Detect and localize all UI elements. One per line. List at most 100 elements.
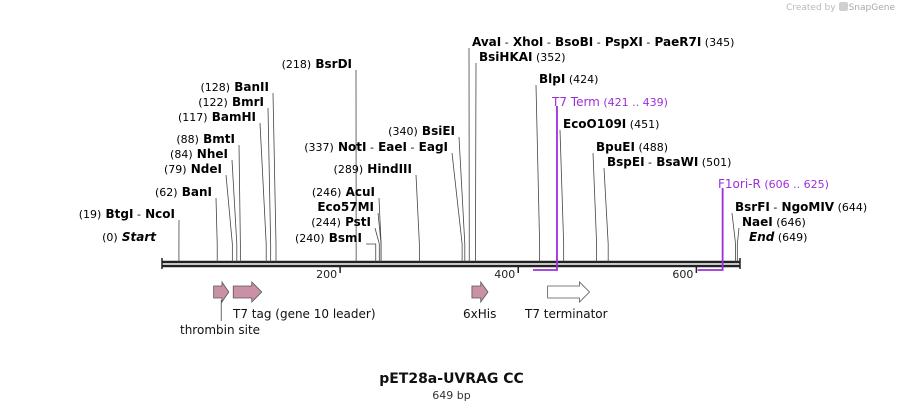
site-label-part: BsmI	[325, 231, 362, 245]
site-label-part: Eco57MI	[317, 200, 374, 214]
site-label-part: BspEI	[607, 155, 645, 169]
site-label-part: PaeR7I	[650, 35, 701, 49]
site-connector	[366, 243, 377, 262]
site-label-part: (122)	[198, 96, 228, 109]
start-marker-label-part: (0)	[102, 231, 118, 244]
end-marker-label-part: End	[749, 230, 775, 244]
site-label-part: -	[366, 141, 373, 154]
site-label: (88) BmtI	[176, 132, 235, 146]
site-label: BsiHKAI (352)	[479, 50, 566, 64]
site-label-part: BsrFI	[735, 200, 770, 214]
feature-arrow	[213, 280, 230, 304]
site-label-part: (79)	[164, 163, 187, 176]
site-label: (246) AcuI	[312, 185, 375, 199]
site-label-part: BsiHKAI	[479, 50, 533, 64]
ruler-tick-label: 200	[316, 268, 337, 281]
site-connector	[559, 129, 565, 262]
site-label-part: PspXI	[601, 35, 643, 49]
site-label: (128) BanII	[201, 80, 270, 94]
site-label-part: (345)	[701, 36, 734, 49]
site-label-part: -	[133, 208, 140, 221]
site-label: (289) HindIII	[334, 162, 412, 176]
site-label: (117) BamHI	[178, 110, 256, 124]
site-label-part: (19)	[79, 208, 102, 221]
site-label: BlpI (424)	[539, 72, 598, 86]
site-connector	[592, 152, 598, 262]
site-label-part: NdeI	[187, 162, 222, 176]
site-connector	[238, 144, 241, 262]
site-label-part: (246)	[312, 186, 342, 199]
credit-brand: SnapGene	[848, 3, 895, 13]
site-label: (244) PstI	[311, 215, 371, 229]
site-connector	[415, 174, 420, 262]
site-label-part: BsiEI	[418, 124, 455, 138]
site-connector	[378, 197, 382, 262]
start-marker-label: (0) Start	[102, 230, 157, 244]
feature-arrow	[232, 281, 263, 303]
site-label: (79) NdeI	[164, 162, 222, 176]
site-label: EcoO109I (451)	[563, 117, 659, 131]
sequence-title: pET28a-UVRAG CC	[379, 371, 524, 387]
site-label: (19) BtgI - NcoI	[79, 207, 175, 221]
site-label-part: AcuI	[341, 185, 375, 199]
feature-label: T7 terminator	[524, 307, 608, 321]
site-label-part: EagI	[414, 140, 448, 154]
primer-name: T7 Term	[551, 95, 600, 109]
site-label: (240) BsmI	[295, 231, 362, 245]
site-label-part: (244)	[311, 216, 341, 229]
site-label-part: HindIII	[363, 162, 412, 176]
site-label: AvaI - XhoI - BsoBI - PspXI - PaeR7I (34…	[472, 35, 734, 49]
site-label-part: PstI	[341, 215, 371, 229]
site-label-part: NotI	[334, 140, 367, 154]
site-label: (340) BsiEI	[388, 124, 455, 138]
site-label: BsrFI - NgoMIV (644)	[735, 200, 867, 214]
site-label-part: (62)	[155, 186, 178, 199]
sequence-length: 649 bp	[432, 389, 471, 402]
site-label: BpuEI (488)	[596, 140, 668, 154]
site-label: (62) BanI	[155, 185, 212, 199]
site-label-part: -	[501, 36, 508, 49]
site-connector	[731, 212, 736, 262]
end-marker-label-part: (649)	[774, 231, 807, 244]
primer-arrow	[532, 106, 558, 271]
feature-arrow	[471, 280, 489, 304]
feature-arrow	[547, 281, 591, 303]
site-label-part: NaeI	[742, 215, 773, 229]
primer-label: T7 Term (421 .. 439)	[551, 95, 668, 109]
site-label-part: -	[407, 141, 414, 154]
site-connector	[535, 84, 541, 262]
site-label-part: XhoI	[509, 35, 544, 49]
site-label-part: BtgI	[101, 207, 133, 221]
site-label-part: (352)	[533, 51, 566, 64]
site-label: (337) NotI - EaeI - EagI	[304, 140, 448, 154]
site-label-part: NgoMIV	[777, 200, 834, 214]
site-label: BspEI - BsaWI (501)	[607, 155, 731, 169]
primer-range: (606 .. 625)	[761, 178, 829, 191]
site-label-part: BsaWI	[652, 155, 698, 169]
site-label: (122) BmrI	[198, 95, 264, 109]
site-label-part: (501)	[698, 156, 731, 169]
snapgene-logo-icon	[838, 2, 848, 11]
primer-label: F1ori-R (606 .. 625)	[718, 177, 829, 191]
site-label-part: BsrDI	[311, 57, 352, 71]
site-connector	[374, 227, 380, 262]
feature-label: 6xHis	[463, 307, 496, 321]
site-label-part: -	[593, 36, 600, 49]
site-label-part: AvaI	[472, 35, 501, 49]
site-label-part: -	[543, 36, 550, 49]
site-label-part: (218)	[282, 58, 312, 71]
site-label-part: (84)	[170, 148, 193, 161]
site-label-part: EaeI	[374, 140, 407, 154]
site-label: (84) NheI	[170, 147, 228, 161]
site-label: Eco57MI	[317, 200, 374, 214]
site-connector	[225, 174, 233, 262]
site-label-part: NcoI	[141, 207, 175, 221]
site-label-part: -	[645, 156, 652, 169]
site-connector	[736, 227, 740, 262]
site-connector	[215, 197, 218, 262]
site-label-part: (337)	[304, 141, 334, 154]
site-label-part: BsoBI	[551, 35, 593, 49]
primer-range: (421 .. 439)	[600, 96, 668, 109]
site-label: NaeI (646)	[742, 215, 806, 229]
site-label-part: BanI	[178, 185, 212, 199]
